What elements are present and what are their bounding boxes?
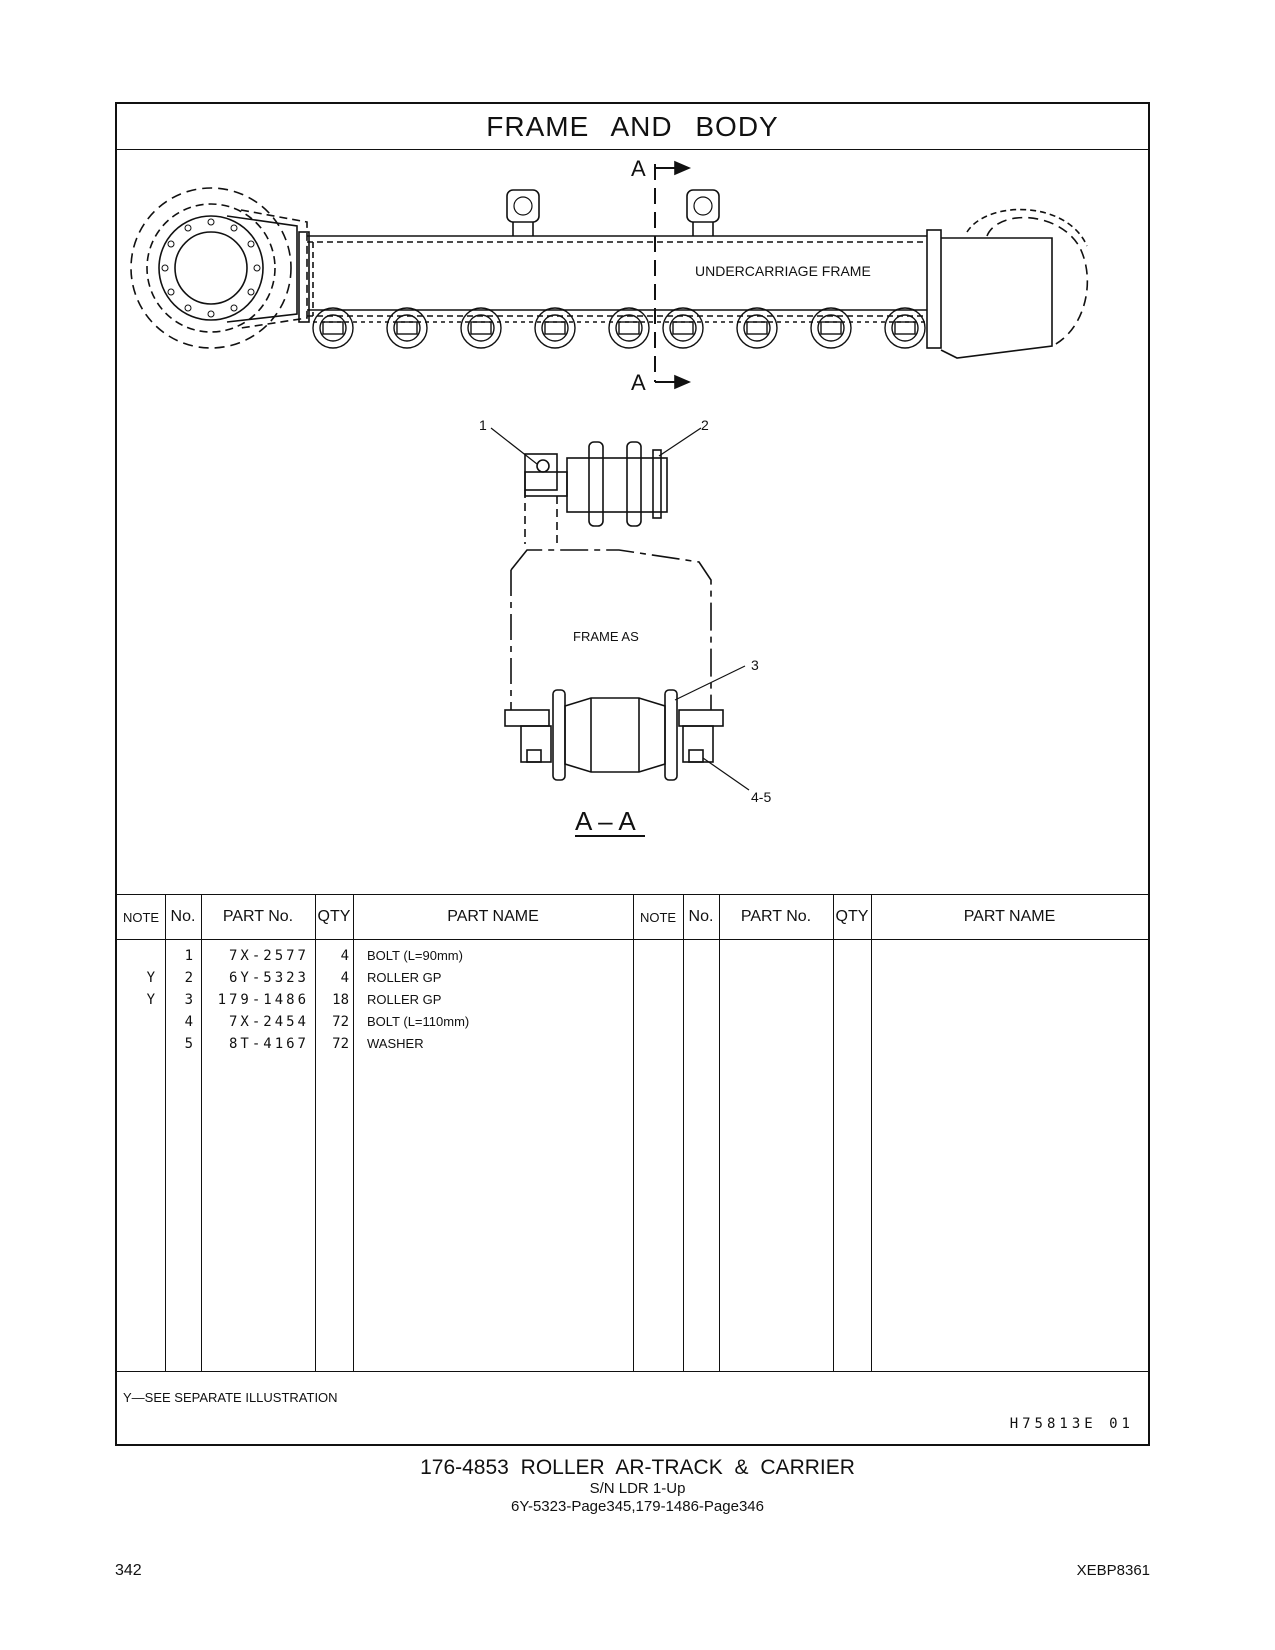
header-note: NOTE — [122, 909, 160, 925]
column-divider — [833, 895, 834, 1371]
row-no: 2 — [184, 970, 193, 986]
section-title: A – A — [575, 806, 636, 836]
column-divider — [165, 895, 166, 1371]
document-id: XEBP8361 — [1076, 1562, 1150, 1579]
header-no-right: No. — [688, 908, 714, 925]
page-number: 342 — [115, 1562, 142, 1579]
front-idler — [926, 208, 1089, 359]
row-no: 5 — [184, 1036, 193, 1052]
undercarriage-frame — [298, 189, 927, 323]
page-title: FRAME AND BODY — [117, 104, 1148, 150]
row-qty: 18 — [332, 992, 349, 1008]
row-note: Y — [146, 970, 155, 986]
row-part-no: 7X-2454 — [228, 1014, 309, 1030]
header-part-no-right: PART No. — [740, 908, 812, 925]
column-divider — [683, 895, 684, 1371]
drive-sprocket — [130, 187, 308, 349]
track-rollers — [312, 307, 927, 349]
row-qty: 72 — [332, 1014, 349, 1030]
section-marker-bottom: A — [631, 370, 646, 395]
callout-2: 2 — [701, 417, 709, 433]
row-qty: 72 — [332, 1036, 349, 1052]
undercarriage-drawing: A A UNDERCARRIAGE FRAME FRAME AS 1 2 3 4… — [130, 156, 1089, 837]
frame-as-label: FRAME AS — [573, 629, 639, 644]
row-part-name: ROLLER GP — [367, 992, 442, 1007]
drawing-reference: H75813E 01 — [1009, 1416, 1134, 1432]
row-no: 3 — [184, 992, 193, 1008]
row-part-name: WASHER — [367, 1036, 424, 1051]
column-divider — [633, 895, 634, 1371]
column-divider — [315, 895, 316, 1371]
table-bottom-divider — [117, 1371, 1148, 1372]
row-part-no: 179-1486 — [217, 992, 309, 1008]
callout-3: 3 — [751, 657, 759, 673]
row-qty: 4 — [340, 970, 349, 986]
row-qty: 4 — [340, 948, 349, 964]
row-part-name: BOLT (L=110mm) — [367, 1014, 470, 1029]
assembly-title: 176-4853 ROLLER AR-TRACK & CARRIER — [420, 1456, 855, 1479]
row-part-no: 7X-2577 — [228, 948, 309, 964]
header-part-name: PART NAME — [447, 908, 539, 925]
header-note-right: NOTE — [639, 909, 677, 925]
header-divider — [117, 939, 1148, 940]
row-part-name: ROLLER GP — [367, 970, 442, 985]
column-divider — [719, 895, 720, 1371]
page-references: 6Y-5323-Page345,179-1486-Page346 — [510, 1498, 764, 1515]
row-part-no: 6Y-5323 — [228, 970, 309, 986]
table-row: Y 3 179-1486 18 ROLLER GP — [117, 989, 617, 1011]
row-part-name: BOLT (L=90mm) — [367, 948, 463, 963]
table-row: 5 8T-4167 72 WASHER — [117, 1033, 617, 1055]
footnote: Y—SEE SEPARATE ILLUSTRATION — [123, 1390, 338, 1405]
header-no: No. — [170, 908, 196, 925]
row-no: 4 — [184, 1014, 193, 1030]
parts-page-frame: FRAME AND BODY — [115, 102, 1150, 1446]
header-qty: QTY — [317, 908, 351, 925]
table-row: 4 7X-2454 72 BOLT (L=110mm) — [117, 1011, 617, 1033]
section-marker-top: A — [631, 156, 646, 181]
parts-table: NOTE No. PART No. QTY PART NAME NOTE No.… — [117, 894, 1148, 1372]
column-divider — [353, 895, 354, 1371]
parts-illustration: A A UNDERCARRIAGE FRAME FRAME AS 1 2 3 4… — [117, 150, 1148, 894]
table-row: Y 2 6Y-5323 4 ROLLER GP — [117, 967, 617, 989]
row-no: 1 — [184, 948, 193, 964]
section-line — [654, 160, 692, 390]
serial-range: S/N LDR 1-Up — [589, 1480, 686, 1497]
table-row: 1 7X-2577 4 BOLT (L=90mm) — [117, 945, 617, 967]
callout-leaders — [490, 427, 750, 791]
header-part-name-right: PART NAME — [963, 908, 1056, 925]
row-part-no: 8T-4167 — [228, 1036, 309, 1052]
header-part-no: PART No. — [222, 908, 294, 925]
callout-1: 1 — [479, 417, 487, 433]
frame-label: UNDERCARRIAGE FRAME — [695, 263, 871, 279]
column-divider — [201, 895, 202, 1371]
column-divider — [871, 895, 872, 1371]
callout-4-5: 4-5 — [751, 789, 771, 805]
header-qty-right: QTY — [835, 908, 869, 925]
row-note: Y — [146, 992, 155, 1008]
section-view — [504, 441, 724, 781]
